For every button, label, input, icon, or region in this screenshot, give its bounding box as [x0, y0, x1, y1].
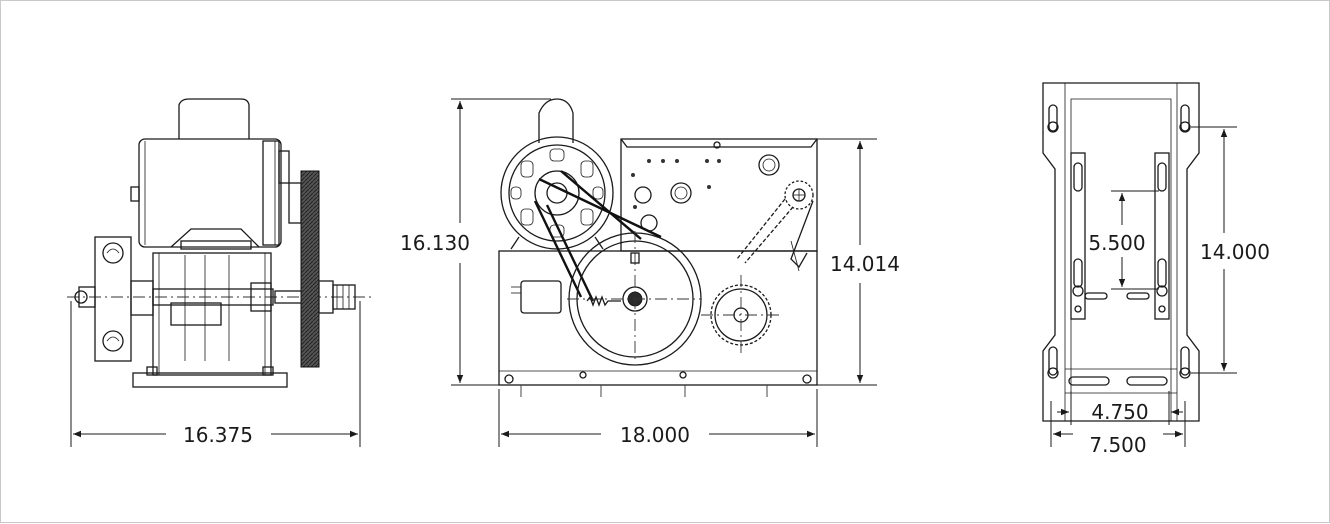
inner-width-dimension: 4.750: [1057, 391, 1183, 425]
side-view: [67, 98, 371, 388]
box-height-label: 14.014: [830, 252, 900, 276]
base-plate-view: [1042, 82, 1200, 422]
front-height-label: 16.130: [400, 231, 470, 255]
side-width-dimension: 16.375: [70, 301, 361, 447]
motor-body: [138, 138, 282, 248]
hole-height-label: 14.000: [1200, 240, 1270, 264]
small-sprocket: [784, 180, 814, 210]
outer-width-label: 7.500: [1089, 433, 1146, 457]
base-plate-outline: [1042, 82, 1200, 422]
side-base-plate: [132, 372, 288, 388]
motor-cap: [178, 98, 250, 139]
keyhole-slots: [1047, 104, 1191, 379]
drive-belt-pulley: [300, 170, 320, 368]
left-rail: [1070, 152, 1086, 320]
inner-width-label: 4.750: [1091, 400, 1148, 424]
slot-height-dimension: 5.500: [1088, 190, 1159, 290]
right-rail: [1154, 152, 1170, 320]
slot-height-label: 5.500: [1088, 231, 1145, 255]
front-motor-cap: [538, 98, 574, 143]
front-width-label: 18.000: [620, 423, 690, 447]
side-bracket: [94, 236, 132, 362]
front-view: [498, 98, 818, 399]
side-width-label: 16.375: [183, 423, 253, 447]
front-height-dimension: 16.130: [400, 98, 551, 386]
hole-height-dimension: 14.000: [1191, 126, 1270, 374]
box-height-dimension: 14.014: [817, 138, 900, 386]
outer-width-dimension: 7.500: [1050, 401, 1186, 457]
motor-face: [500, 136, 614, 250]
front-width-dimension: 18.000: [498, 389, 818, 447]
base-box: [498, 250, 818, 386]
